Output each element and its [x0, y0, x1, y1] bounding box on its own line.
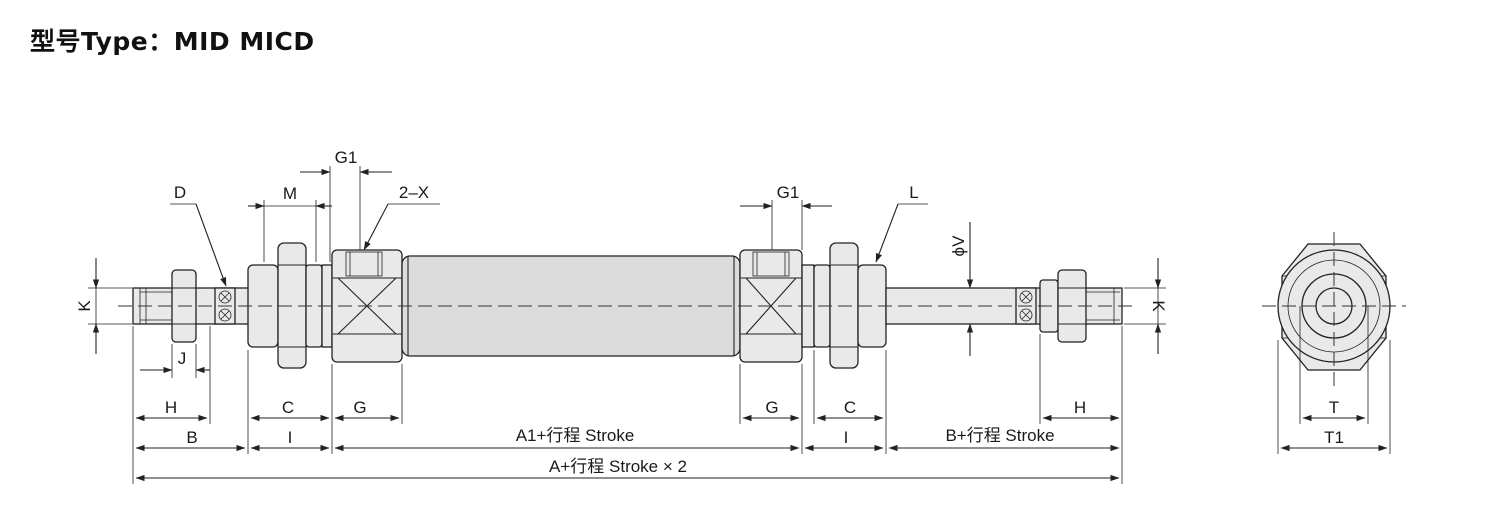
- label-h-left: H: [165, 398, 177, 417]
- label-c-left: C: [282, 398, 294, 417]
- leader-lines: [170, 203, 928, 287]
- label-t1: T1: [1324, 428, 1344, 447]
- label-k-left: K: [75, 300, 94, 312]
- label-g-right: G: [765, 398, 778, 417]
- right-thread: [1086, 288, 1120, 324]
- label-g1-left: G1: [335, 148, 358, 167]
- label-k-right: K: [1149, 300, 1168, 312]
- label-a-stroke: A+行程 Stroke × 2: [549, 457, 687, 476]
- right-mounting-nut: [801, 242, 887, 369]
- label-a1-stroke: A1+行程 Stroke: [516, 426, 635, 445]
- label-j: J: [178, 349, 187, 368]
- label-phi-v: ϕV: [949, 235, 968, 257]
- label-g1-right: G1: [777, 183, 800, 202]
- label-h-right: H: [1074, 398, 1086, 417]
- label-b-stroke: B+行程 Stroke: [945, 426, 1054, 445]
- end-view: [1262, 232, 1406, 454]
- label-i-left: I: [288, 428, 293, 447]
- label-i-right: I: [844, 428, 849, 447]
- label-t: T: [1329, 398, 1339, 417]
- label-m: M: [283, 184, 297, 203]
- label-g-left: G: [353, 398, 366, 417]
- dimension-lines: [88, 166, 1166, 484]
- page-title: 型号Type：MID MICD: [30, 27, 315, 56]
- label-l: L: [909, 183, 918, 202]
- label-c-right: C: [844, 398, 856, 417]
- label-b: B: [186, 428, 197, 447]
- label-2x: 2–X: [399, 183, 429, 202]
- label-d: D: [174, 183, 186, 202]
